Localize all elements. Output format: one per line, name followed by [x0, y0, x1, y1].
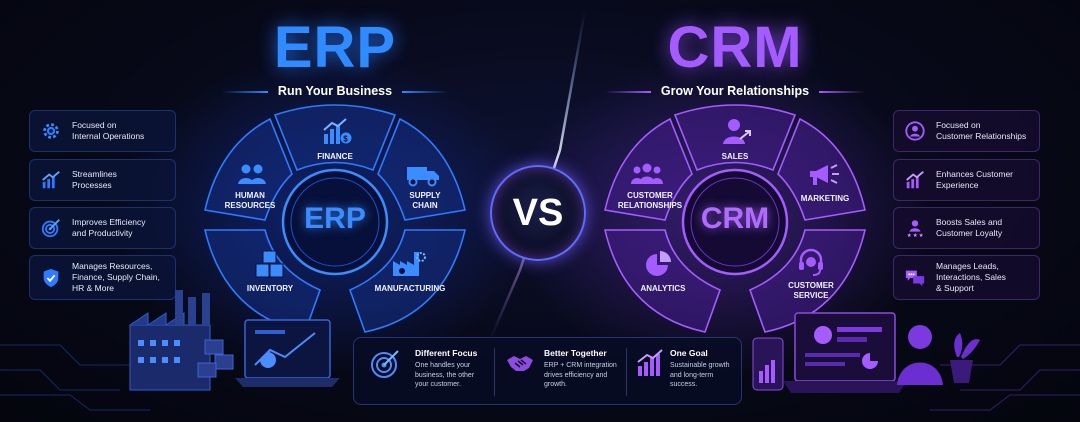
svg-text:★: ★: [907, 233, 912, 239]
divider-line: [604, 90, 651, 93]
bottom-item-icon-wrap: [505, 348, 535, 398]
crm-feature-text: Focused on Customer Relationships: [936, 120, 1027, 141]
erp-feature-card: Streamlines Processes: [29, 159, 176, 201]
erp-feature-text: Manages Resources, Finance, Supply Chain…: [72, 261, 160, 293]
bottom-item-title: Better Together: [544, 348, 607, 358]
erp-feature-text: Focused on Internal Operations: [72, 120, 145, 141]
bottom-item-text: ERP + CRM integration drives efficiency …: [544, 362, 617, 388]
pie-chart-icon: [645, 250, 673, 283]
svg-text:★: ★: [919, 233, 924, 239]
crm-segment-label-sales: SALES: [721, 152, 749, 161]
finance-icon: $: [322, 118, 352, 151]
crm-feature-text: Boosts Sales and Customer Loyalty: [936, 217, 1003, 238]
erp-feature-card: Focused on Internal Operations: [29, 110, 176, 152]
erp-feature-text: Improves Efficiency and Productivity: [72, 217, 146, 238]
bottom-item-text: Sustainable growth and long-term success…: [670, 362, 730, 388]
growth-chart-icon: [902, 167, 928, 193]
crm-segment-ring: [603, 104, 867, 333]
target-icon: [369, 348, 401, 385]
erp-segment-label-manufacturing: MANUFACTURING: [374, 284, 446, 293]
crm-feature-card: ★★★ Boosts Sales and Customer Loyalty: [893, 207, 1040, 249]
divider-line: [221, 90, 268, 93]
erp-segment-label-finance: FINANCE: [317, 152, 353, 161]
crm-subtitle: Grow Your Relationships: [575, 84, 895, 98]
erp-feature-card: Improves Efficiency and Productivity: [29, 207, 176, 249]
crm-segment-customer-service: [748, 229, 867, 333]
svg-text:★: ★: [913, 233, 918, 239]
crm-devices-illustration: [752, 312, 980, 393]
user-circle-icon: [902, 118, 928, 144]
crm-feature-card: Focused on Customer Relationships: [893, 110, 1040, 152]
divider-line: [494, 348, 495, 396]
user-stars-icon: ★★★: [902, 215, 928, 241]
handshake-icon: [505, 348, 535, 383]
crm-segment-label-customer-service: CUSTOMER SERVICE: [788, 281, 834, 300]
bottom-item-icon-wrap: [635, 348, 665, 398]
truck-icon: [406, 165, 440, 192]
bottom-item-title: Different Focus: [415, 348, 478, 358]
shield-check-icon: [38, 265, 64, 291]
crm-segment-label-analytics: ANALYTICS: [640, 284, 686, 293]
boxes-icon: [255, 250, 285, 283]
crm-segment-label-customer-relationships: CUSTOMER RELATIONSHIPS: [617, 191, 683, 210]
bottom-item-text: One handles your business, the other you…: [415, 362, 475, 388]
erp-feature-text: Streamlines Processes: [72, 169, 117, 190]
crm-feature-card: Manages Leads, Interactions, Sales & Sup…: [893, 255, 1040, 300]
factory-laptop-illustration: [129, 290, 340, 391]
erp-title: ERP: [273, 15, 397, 80]
svg-text:$: $: [343, 135, 348, 144]
erp-segment-manufacturing: [348, 229, 467, 333]
gear-icon: [38, 118, 64, 144]
erp-feature-card: Manages Resources, Finance, Supply Chain…: [29, 255, 176, 300]
erp-segment-label-supply-chain: SUPPLY CHAIN: [409, 191, 441, 210]
bottom-item-title: One Goal: [670, 348, 708, 358]
crm-center-label: CRM: [700, 202, 770, 235]
headset-icon: [797, 247, 825, 282]
bottom-item-different-focus: Different Focus One handles your busines…: [415, 348, 495, 398]
erp-subtitle: Run Your Business: [175, 84, 495, 98]
erp-center-label: ERP: [304, 202, 366, 235]
target-icon: [38, 215, 64, 241]
divider-line: [819, 90, 866, 93]
erp-subtitle-text: Run Your Business: [277, 84, 393, 98]
crm-subtitle-text: Grow Your Relationships: [660, 84, 810, 98]
bottom-item-one-goal: One Goal Sustainable growth and long-ter…: [670, 348, 742, 398]
crm-segment-analytics: [603, 229, 722, 333]
people-group-icon: [630, 163, 664, 190]
crm-feature-text: Manages Leads, Interactions, Sales & Sup…: [936, 261, 1006, 293]
erp-segment-finance: [273, 104, 397, 172]
people-icon: [237, 163, 267, 190]
bottom-item-icon-wrap: [369, 348, 401, 398]
erp-segment-label-inventory: INVENTORY: [246, 284, 294, 293]
erp-segment-label-human-resources: HUMAN RESOURCES: [224, 191, 276, 210]
growth-chart-icon: [38, 167, 64, 193]
divider-line: [626, 348, 627, 396]
crm-title: CRM: [667, 15, 803, 80]
bottom-summary-panel: Different Focus One handles your busines…: [353, 337, 742, 405]
divider-line: [402, 90, 449, 93]
crm-feature-card: Enhances Customer Experience: [893, 159, 1040, 201]
megaphone-icon: [808, 163, 840, 192]
crm-feature-text: Enhances Customer Experience: [936, 169, 1014, 190]
growth-chart-icon: [635, 348, 665, 383]
factory-gear-icon: [392, 249, 426, 282]
chat-bubbles-icon: [902, 265, 928, 291]
crm-segment-label-marketing: MARKETING: [800, 194, 850, 203]
bottom-item-better-together: Better Together ERP + CRM integration dr…: [544, 348, 634, 398]
vs-badge: VS: [490, 165, 586, 261]
user-arrow-icon: [722, 117, 752, 150]
